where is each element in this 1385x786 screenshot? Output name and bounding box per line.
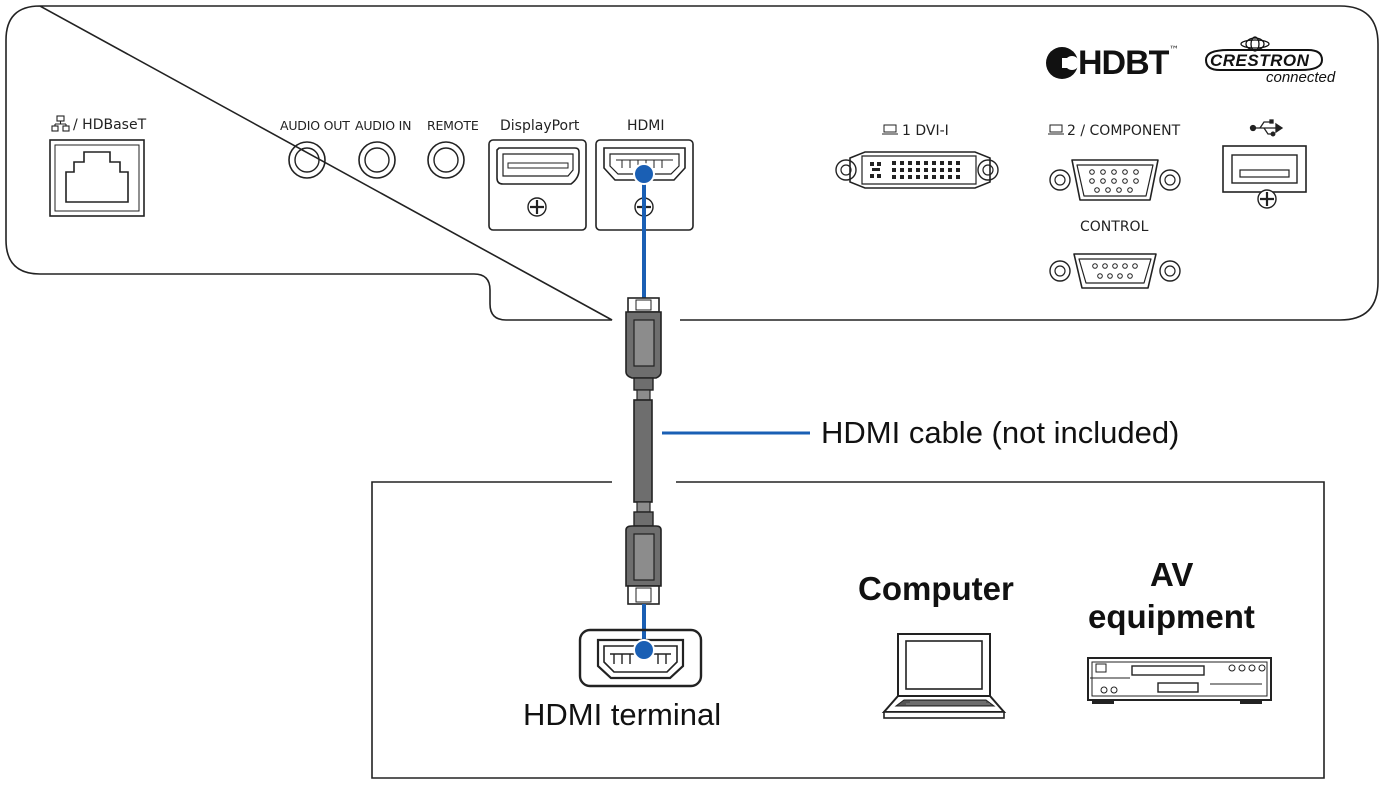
- audio-in-label: AUDIO IN: [355, 118, 412, 133]
- hdbt-logo-text: HDBT: [1078, 44, 1169, 82]
- hdmi-plug-top: [625, 297, 662, 401]
- hdmi-terminal-label: HDMI terminal: [523, 697, 722, 732]
- projector-panel-outline: [5, 5, 1379, 321]
- audio-in-jack: [358, 141, 396, 179]
- av-equipment-label-line2: equipment: [1088, 598, 1255, 635]
- component-label: 2 / COMPONENT: [1067, 123, 1181, 139]
- av-equipment-label-line1: AV: [1150, 556, 1194, 593]
- lan-hdbaset-port: [49, 139, 145, 217]
- lan-hdbaset-label: / HDBaseT: [73, 117, 147, 133]
- dvi-label: 1 DVI-I: [902, 123, 949, 139]
- hdbt-logo-mark: [1046, 47, 1079, 79]
- crestron-connected-text: connected: [1266, 69, 1336, 86]
- remote-jack: [427, 141, 465, 179]
- terminal-connection-point: [633, 639, 655, 661]
- control-port: [1049, 253, 1181, 289]
- laptop-icon: [881, 633, 1007, 719]
- usb-icon: [1249, 119, 1284, 137]
- computer-label: Computer: [858, 570, 1014, 607]
- dvi-port: [835, 151, 999, 189]
- audio-out-label: AUDIO OUT: [280, 118, 350, 133]
- port-connection-point: [633, 163, 655, 185]
- crestron-logo-ring: [1204, 49, 1324, 71]
- computer-input-icon-1: [882, 124, 898, 135]
- av-equipment-icon: [1087, 657, 1272, 704]
- displayport-label: DisplayPort: [500, 118, 580, 134]
- crestron-logo-text: CRESTRON: [1210, 51, 1310, 70]
- hdmi-terminal-port: [578, 628, 703, 688]
- component-port: [1049, 159, 1181, 201]
- computer-input-icon-2: [1048, 124, 1064, 135]
- displayport-port: [488, 139, 587, 231]
- device-area-box: [371, 481, 1325, 779]
- crestron-logo-mark: [1240, 36, 1270, 52]
- hdbt-trademark: ™: [1169, 45, 1179, 56]
- hdmi-cable-body: [633, 399, 653, 503]
- control-label: CONTROL: [1080, 219, 1149, 235]
- network-icon: [51, 115, 70, 132]
- audio-out-jack: [288, 141, 326, 179]
- remote-label: REMOTE: [427, 118, 479, 133]
- hdmi-plug-bottom: [625, 501, 662, 605]
- hdmi-label: HDMI: [627, 118, 665, 134]
- usb-port: [1222, 145, 1307, 209]
- cable-callout-label: HDMI cable (not included): [821, 415, 1180, 450]
